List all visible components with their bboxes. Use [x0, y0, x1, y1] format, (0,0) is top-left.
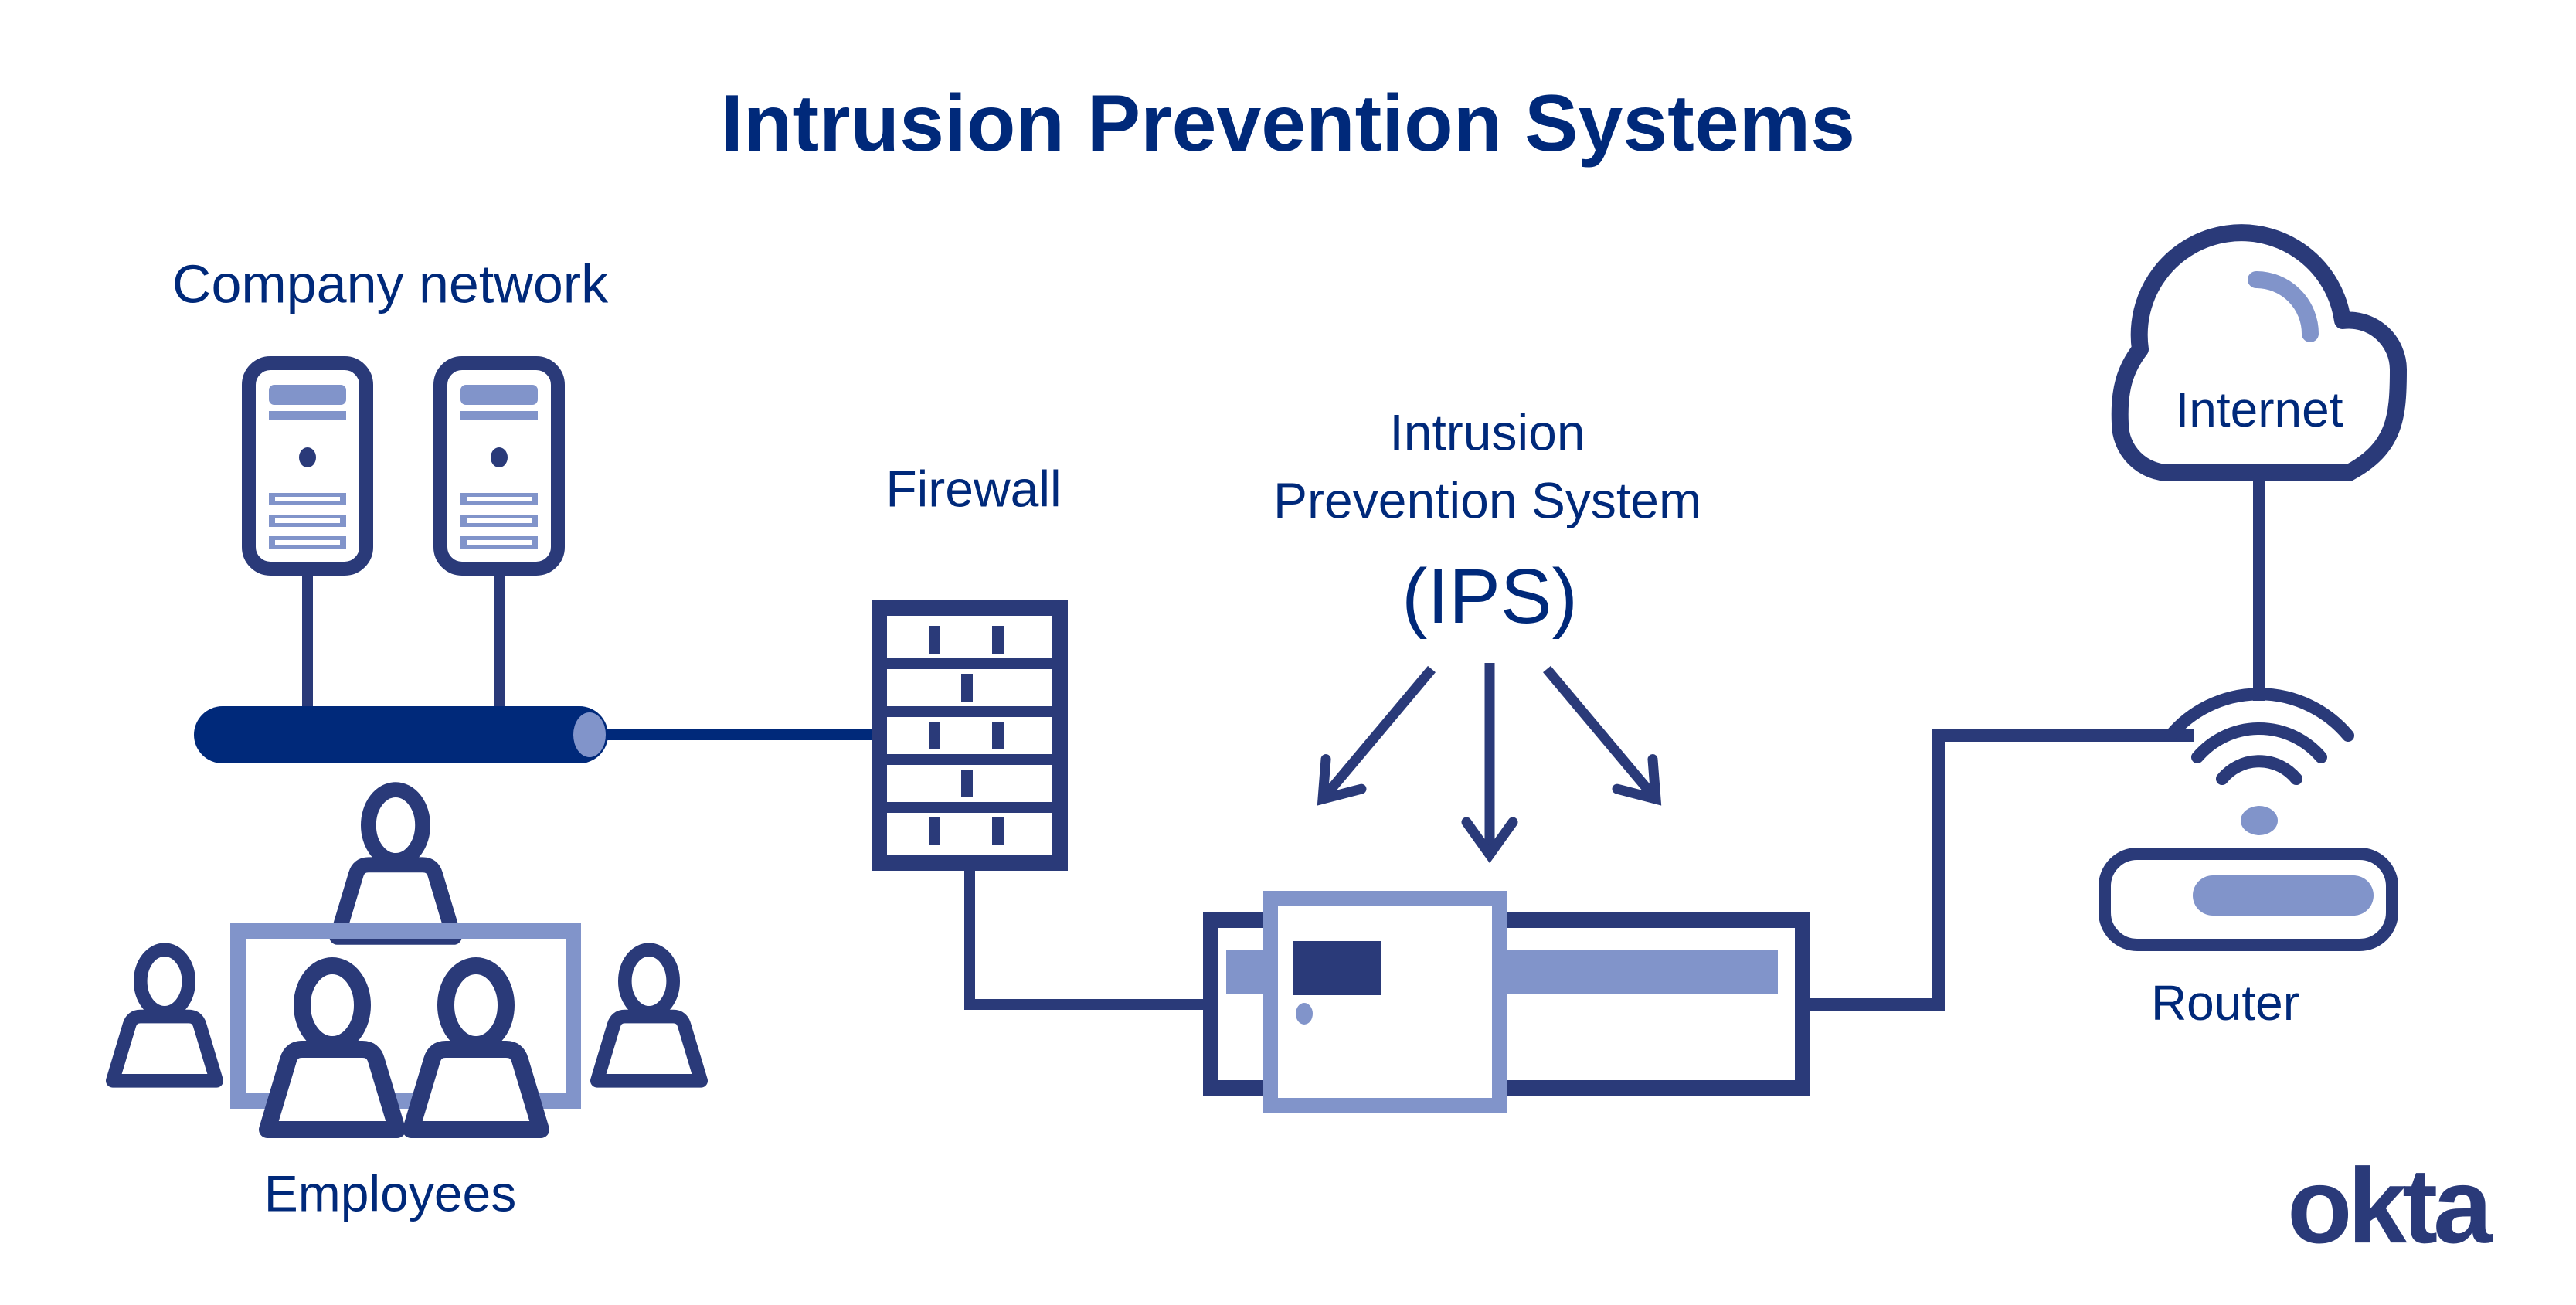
internet-cloud-icon: [2111, 224, 2407, 481]
router-label: Router: [2150, 974, 2300, 1031]
ips-indicator-light: [1296, 1003, 1313, 1025]
person-icon: [411, 966, 541, 1130]
firewall-label: Firewall: [885, 460, 1062, 518]
person-icon: [267, 966, 397, 1130]
person-icon: [337, 790, 454, 937]
internet-label: Internet: [2175, 381, 2343, 437]
ips-appliance-icon: [1203, 891, 1810, 1113]
employees-group-icon: [113, 790, 701, 1130]
wifi-signal-icon: [2164, 688, 2354, 835]
okta-logo: okta: [2287, 1147, 2493, 1266]
employees-label: Employees: [263, 1164, 517, 1222]
arrow-down-icon: [1543, 665, 1662, 806]
bus-to-firewall-connector: [595, 729, 879, 740]
firewall-to-ips-connector: [964, 999, 1211, 1010]
ips-to-router-connector: [1932, 729, 1945, 1011]
server-icon: [440, 363, 558, 569]
network-bus-icon: [194, 706, 879, 763]
internet-to-router-connector: [2253, 473, 2265, 701]
ips-front-panel: [1263, 891, 1507, 1113]
ips-to-router-connector: [1803, 998, 1945, 1011]
server-to-bus-connector: [494, 569, 505, 708]
router-icon: [2099, 848, 2398, 951]
arrow-down-icon: [1317, 665, 1436, 806]
firewall-to-ips-connector: [964, 863, 975, 1010]
company-network-label: Company network: [172, 253, 609, 314]
ips-to-router-connector: [1932, 729, 2194, 742]
firewall-icon: [872, 600, 1068, 871]
server-to-bus-connector: [302, 569, 313, 708]
ips-label-line1: Intrusion: [1389, 403, 1585, 461]
cloud-accent-arc: [2248, 271, 2319, 342]
table-icon: [230, 923, 581, 1109]
person-icon: [597, 950, 701, 1081]
server-icon: [249, 363, 366, 569]
ips-label-line2: Prevention System: [1273, 471, 1701, 529]
ips-abbrev-label: (IPS): [1402, 553, 1578, 640]
page-title: Intrusion Prevention Systems: [721, 78, 1855, 168]
ips-display: [1293, 941, 1381, 995]
person-icon: [113, 950, 216, 1081]
